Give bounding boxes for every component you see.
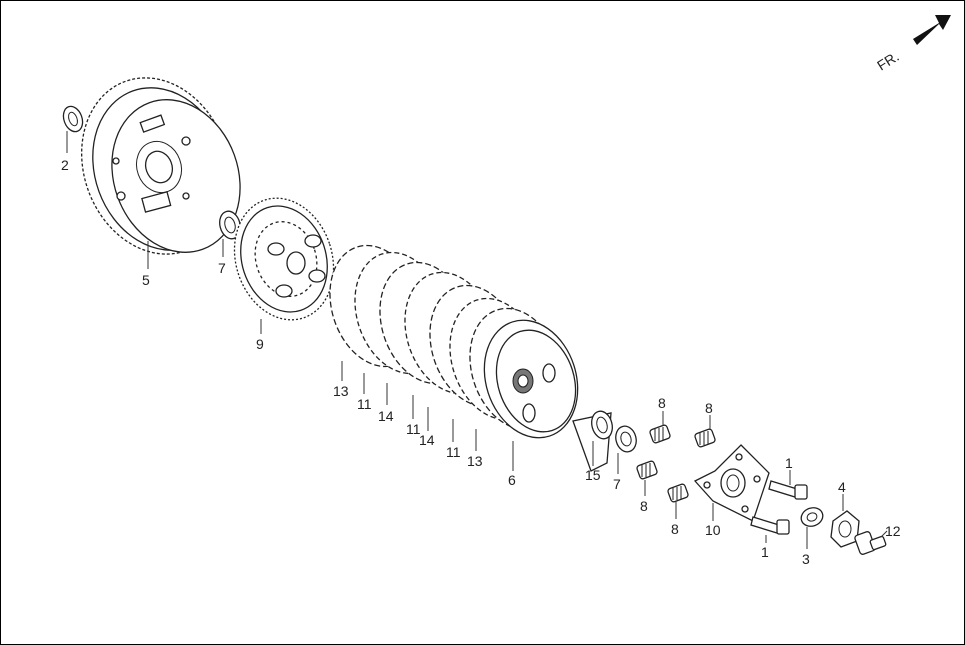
front-direction-marker: FR. xyxy=(874,15,951,74)
part-spring-8-d xyxy=(667,483,689,503)
callout-7: 7 xyxy=(218,260,226,276)
callout-14: 14 xyxy=(378,408,394,424)
part-rod-12 xyxy=(854,531,887,555)
callout-4: 4 xyxy=(838,479,846,495)
part-bolt-1-lower xyxy=(750,516,790,535)
callout-2: 2 xyxy=(61,157,69,173)
callout-3: 3 xyxy=(802,551,810,567)
part-washer-2 xyxy=(62,105,84,133)
part-bolt-1-upper xyxy=(768,480,808,500)
front-direction-arrow-icon xyxy=(913,15,951,45)
part-pressure-plate-9 xyxy=(233,197,335,321)
part-spring-8-c xyxy=(636,460,658,480)
callout-9: 9 xyxy=(256,336,264,352)
callout-8: 8 xyxy=(640,498,648,514)
callout-12: 12 xyxy=(885,523,901,539)
fr-label: FR. xyxy=(874,48,902,74)
callout-11: 11 xyxy=(357,396,372,412)
callout-6: 6 xyxy=(508,472,516,488)
callout-15: 15 xyxy=(585,467,601,483)
callout-1: 1 xyxy=(761,544,769,560)
part-lock-4 xyxy=(830,510,860,548)
callout-7: 7 xyxy=(613,476,621,492)
callout-8: 8 xyxy=(671,521,679,537)
callout-14: 14 xyxy=(419,432,435,448)
part-spring-8-b xyxy=(694,428,716,448)
part-clutch-outer-housing-5 xyxy=(81,77,241,255)
callout-10: 10 xyxy=(705,522,721,538)
part-washer-7-upper xyxy=(219,210,241,240)
callout-8: 8 xyxy=(658,395,666,411)
callout-leader-lines xyxy=(66,131,888,549)
callout-8: 8 xyxy=(705,400,713,416)
callout-5: 5 xyxy=(142,272,150,288)
part-clutch-center-6 xyxy=(483,319,579,439)
callout-11: 11 xyxy=(406,421,421,437)
callout-1: 1 xyxy=(785,455,793,471)
callout-13: 13 xyxy=(467,453,483,469)
callout-11: 11 xyxy=(446,444,461,460)
callout-labels: 2 5 7 9 13 11 14 11 14 11 13 6 15 7 8 8 … xyxy=(61,157,901,567)
part-collar-15 xyxy=(572,410,613,472)
part-washer-3 xyxy=(800,507,824,527)
callout-13: 13 xyxy=(333,383,349,399)
part-lifter-plate-10 xyxy=(693,444,770,522)
part-spring-8-a xyxy=(649,424,671,444)
part-washer-7-lower xyxy=(615,425,637,453)
